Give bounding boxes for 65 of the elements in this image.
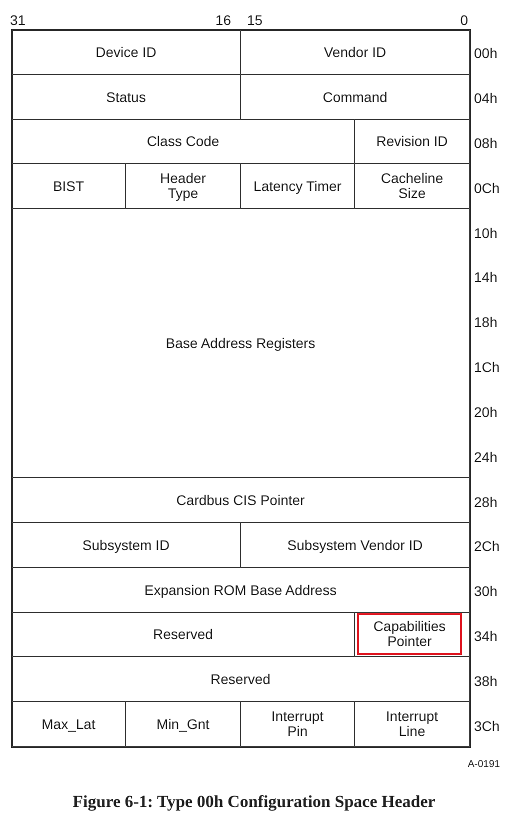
bit-number: 31: [10, 12, 26, 28]
field-name: Reserved: [210, 672, 270, 686]
field-name: Latency Timer: [254, 178, 342, 194]
offset-label: 24h: [474, 448, 498, 465]
register-cell: [355, 164, 470, 209]
register-cell: [12, 120, 355, 164]
register-cell: [126, 702, 241, 747]
register-cell: [241, 75, 470, 120]
offset-label: 14h: [474, 269, 498, 286]
field-name: Expansion ROM Base Address: [144, 582, 337, 598]
field-name: Base Address Registers: [166, 336, 316, 350]
register-cell: [12, 164, 126, 209]
offset-label: 28h: [474, 494, 498, 510]
register-cell: [355, 120, 470, 164]
register-cell: [12, 209, 470, 478]
field-name: Subsystem ID: [82, 538, 170, 552]
figure-code: A-0191: [468, 759, 500, 771]
register-cell: [12, 478, 470, 523]
register-cell: [241, 702, 355, 747]
field-name: Revision ID: [376, 134, 448, 149]
register-cell: [355, 702, 470, 747]
register-cell: [12, 613, 355, 657]
field-name: Interrupt Pin: [270, 709, 325, 739]
field-name: Device ID: [96, 44, 156, 60]
offset-label: 04h: [474, 90, 498, 106]
register-cell: [241, 523, 470, 568]
offset-label: 30h: [474, 583, 498, 600]
bit-number: 15: [247, 12, 263, 28]
offset-label: 08h: [474, 135, 498, 152]
field-name: Min_Gnt: [156, 716, 210, 732]
field-name: Cacheline Size: [380, 171, 444, 201]
offset-label: 10h: [474, 224, 498, 241]
field-name: Header Type: [159, 171, 207, 201]
field-name: Interrupt Line: [384, 709, 440, 739]
register-cell: [12, 702, 126, 747]
field-name: Vendor ID: [324, 44, 386, 60]
figure-caption: Figure 6-1: Type 00h Configuration Space Header: [72, 792, 436, 812]
offset-label: 00h: [474, 45, 498, 62]
field-name: BIST: [52, 178, 84, 194]
field-name: Class Code: [146, 134, 220, 149]
offset-label: 1Ch: [474, 359, 500, 376]
field-name: Subsystem Vendor ID: [287, 538, 423, 552]
field-name: Reserved: [153, 627, 213, 642]
register-cell: [12, 75, 241, 120]
field-name: Capabilities Pointer: [372, 619, 447, 649]
offset-label: 20h: [474, 404, 498, 420]
field-name: Max_Lat: [42, 716, 96, 732]
register-cell: [12, 523, 241, 568]
register-cell: [12, 657, 470, 702]
offset-label: 0Ch: [474, 180, 500, 196]
bit-number: 0: [460, 12, 468, 28]
field-name: Status: [106, 90, 146, 104]
offset-label: 34h: [474, 628, 498, 644]
offset-label: 3Ch: [474, 718, 500, 734]
register-cell: [126, 164, 241, 209]
register-cell: [12, 568, 470, 613]
offset-label: 18h: [474, 314, 498, 330]
field-name: Cardbus CIS Pointer: [176, 492, 305, 508]
offset-label: 2Ch: [474, 538, 500, 554]
register-cell: [241, 164, 355, 209]
field-name: Command: [322, 90, 388, 104]
bit-number: 16: [215, 12, 231, 28]
offset-label: 38h: [474, 672, 498, 689]
register-cell: [241, 30, 470, 75]
register-cell: [12, 30, 241, 75]
